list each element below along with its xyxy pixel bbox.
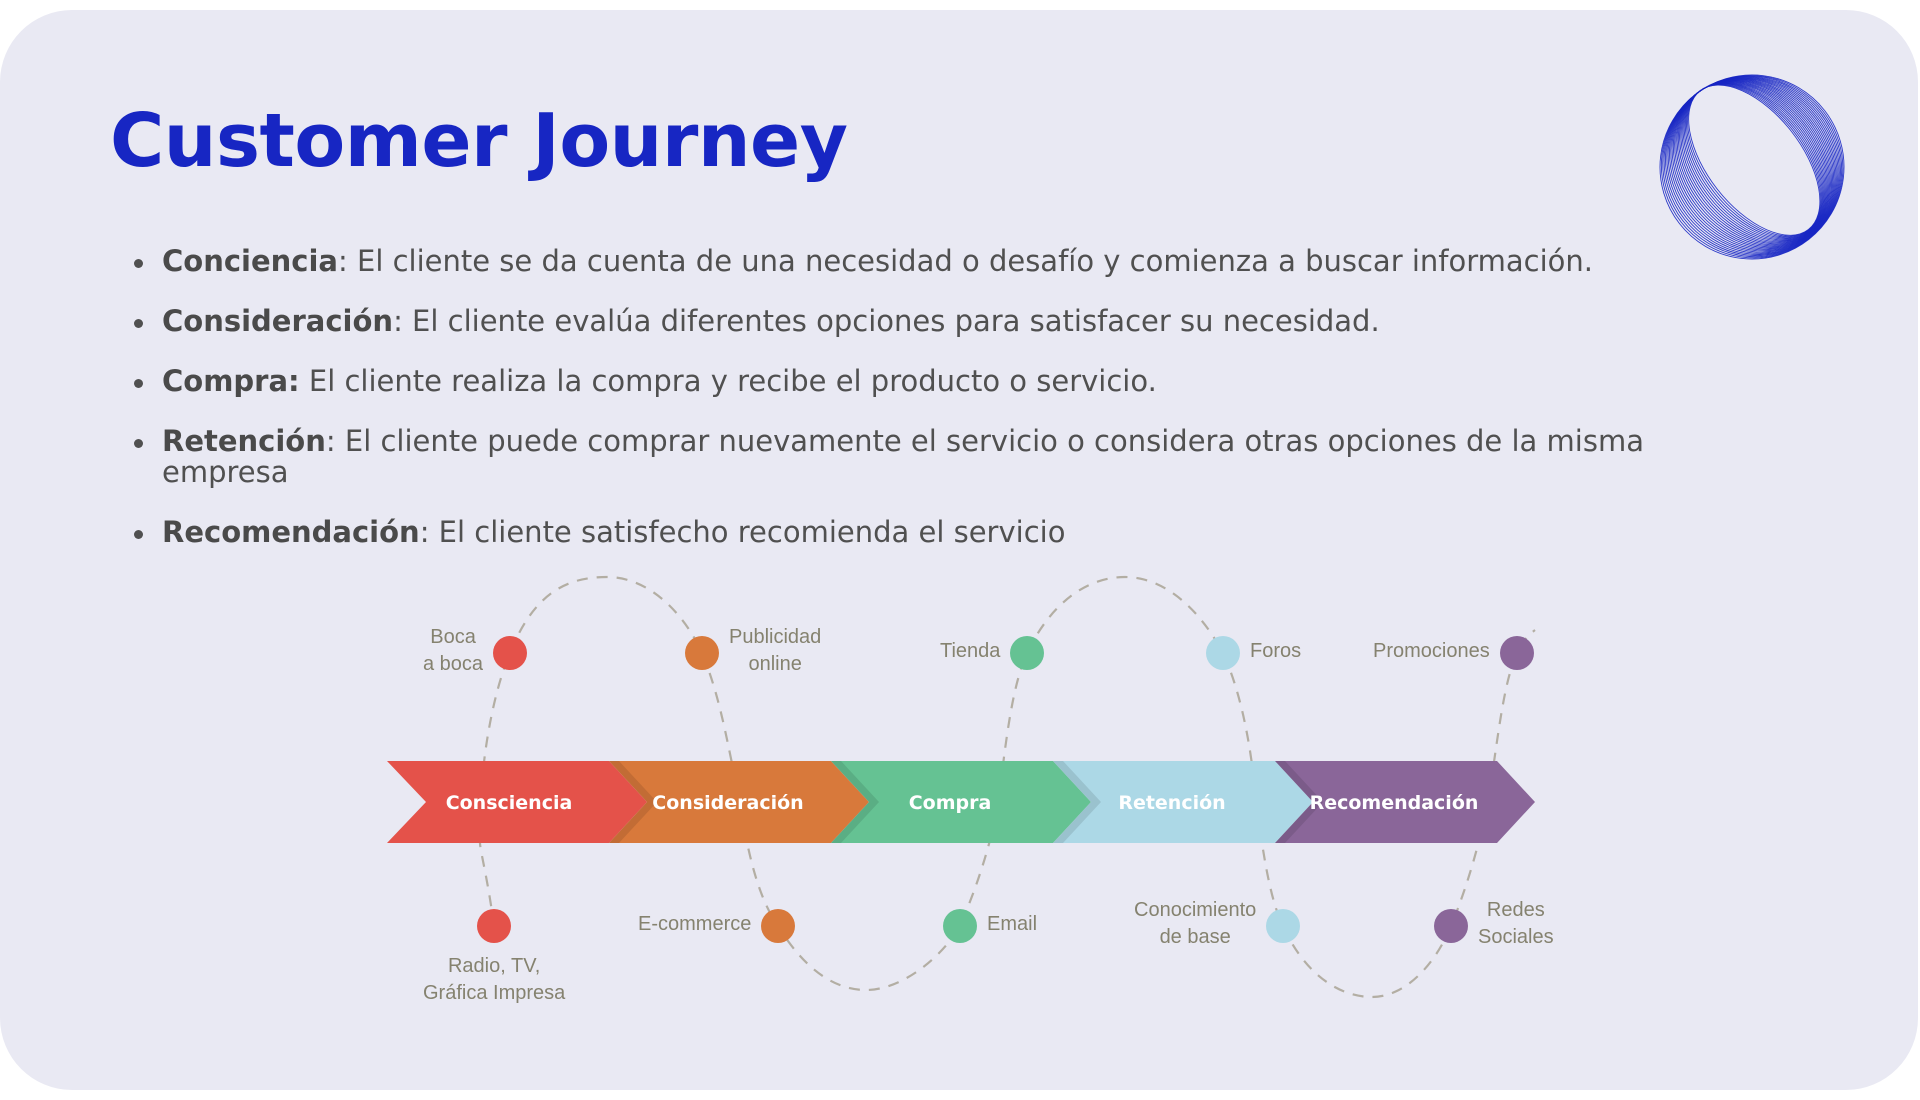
touchpoint-label-line: Radio, TV, xyxy=(447,955,541,977)
touchpoint-label-line: de base xyxy=(1159,926,1231,948)
dashed-connector-path xyxy=(478,575,1536,999)
bullet-separator: : xyxy=(325,424,336,458)
touchpoint-dot-top-0 xyxy=(493,636,527,670)
bullet-term: Compra: xyxy=(162,364,300,398)
stage-chevron-consciencia: Consciencia xyxy=(387,761,647,843)
stage-label: Compra xyxy=(909,792,992,814)
bullet-term: Conciencia xyxy=(162,244,338,278)
bullet-text: El cliente satisfecho recomienda el serv… xyxy=(429,515,1066,549)
chevron-fold-shadow xyxy=(1275,761,1323,843)
bullet-term: Recomendación xyxy=(162,515,420,549)
bullet-item-consideracion: Consideración: El cliente evalúa diferen… xyxy=(132,306,1732,337)
chevron-fold-shadow xyxy=(1053,761,1101,843)
touchpoint-label: Radio, TV, Gráfica Impresa xyxy=(423,953,565,1007)
touchpoint-label: Tienda xyxy=(940,638,1000,665)
touchpoint-dot-bottom-4 xyxy=(1434,909,1468,943)
stage-description-list: Conciencia: El cliente se da cuenta de u… xyxy=(132,246,1732,577)
bullet-item-compra: Compra: El cliente realiza la compra y r… xyxy=(132,366,1732,397)
logo-ring-line xyxy=(1688,84,1821,236)
touchpoint-label-line: Publicidad xyxy=(729,626,822,648)
touchpoint-dot-bottom-3 xyxy=(1266,909,1300,943)
chevron-shape xyxy=(387,761,647,843)
stage-chevrons: Consciencia Consideración Compra Retención R… xyxy=(387,761,1535,843)
bullet-text: El cliente realiza la compra y recibe el… xyxy=(299,364,1157,398)
touchpoint-label: Email xyxy=(987,911,1037,938)
bullet-term: Consideración xyxy=(162,304,394,338)
chevron-shape xyxy=(1275,761,1535,843)
stage-label: Retención xyxy=(1118,792,1225,814)
touchpoint-label-line: Gráfica Impresa xyxy=(423,982,566,1004)
bullet-text: El cliente evalúa diferentes opciones pa… xyxy=(402,304,1380,338)
page-title: Customer Journey xyxy=(110,98,848,184)
touchpoint-dot-bottom-1 xyxy=(761,909,795,943)
touchpoint-dot-top-1 xyxy=(685,636,719,670)
touchpoint-label: Foros xyxy=(1250,638,1301,665)
stage-chevron-consideración: Consideración xyxy=(609,761,869,843)
stage-label: Consciencia xyxy=(446,792,573,814)
touchpoint-label-line: Boca xyxy=(430,626,476,648)
touchpoint-label: Promociones xyxy=(1373,638,1490,665)
touchpoint-label: Publicidad online xyxy=(729,624,821,678)
touchpoint-label-line: E-commerce xyxy=(638,912,752,935)
stage-chevron-compra: Compra xyxy=(831,761,1091,843)
touchpoint-label-line: Promociones xyxy=(1373,639,1490,662)
bullet-text: El cliente se da cuenta de una necesidad… xyxy=(347,244,1594,278)
bullet-term: Retención xyxy=(162,424,326,458)
stage-chevron-recomendación: Recomendación xyxy=(1275,761,1535,843)
touchpoint-dot-top-3 xyxy=(1206,636,1240,670)
bullet-separator: : xyxy=(419,515,430,549)
bullet-text: El cliente puede comprar nuevamente el s… xyxy=(162,424,1644,489)
touchpoint-nodes xyxy=(477,636,1534,943)
touchpoint-label: Boca a boca xyxy=(423,624,483,678)
touchpoint-dot-top-2 xyxy=(1010,636,1044,670)
chevron-fold-shadow xyxy=(609,761,657,843)
touchpoint-label: E-commerce xyxy=(638,911,751,938)
chevron-shape xyxy=(1053,761,1313,843)
touchpoint-label: Conocimiento de base xyxy=(1134,897,1256,951)
bullet-separator: : xyxy=(338,244,348,278)
touchpoint-label-line: a boca xyxy=(423,653,484,675)
stage-label: Consideración xyxy=(652,792,803,814)
chevron-shape xyxy=(831,761,1091,843)
chevron-shape xyxy=(609,761,869,843)
touchpoint-label-line: online xyxy=(748,653,802,675)
touchpoint-dot-bottom-0 xyxy=(477,909,511,943)
bullet-separator: : xyxy=(393,304,403,338)
touchpoint-label-line: Tienda xyxy=(940,639,1001,662)
stage-label: Recomendación xyxy=(1310,792,1479,814)
touchpoint-dot-top-4 xyxy=(1500,636,1534,670)
chevron-fold-shadow xyxy=(831,761,879,843)
touchpoint-label-line: Conocimiento xyxy=(1134,899,1257,921)
touchpoint-dot-bottom-2 xyxy=(943,909,977,943)
bullet-item-recomendacion: Recomendación: El cliente satisfecho rec… xyxy=(132,517,1732,548)
touchpoint-label-line: Foros xyxy=(1250,639,1302,662)
bullet-item-conciencia: Conciencia: El cliente se da cuenta de u… xyxy=(132,246,1732,277)
wireframe-sphere-logo-icon xyxy=(1659,74,1845,260)
touchpoint-label-line: Email xyxy=(987,912,1038,935)
touchpoint-label-line: Sociales xyxy=(1478,926,1554,948)
stage-chevron-retención: Retención xyxy=(1053,761,1313,843)
bullet-item-retencion: Retención: El cliente puede comprar nuev… xyxy=(132,426,1722,488)
touchpoint-label-line: Redes xyxy=(1486,899,1545,921)
